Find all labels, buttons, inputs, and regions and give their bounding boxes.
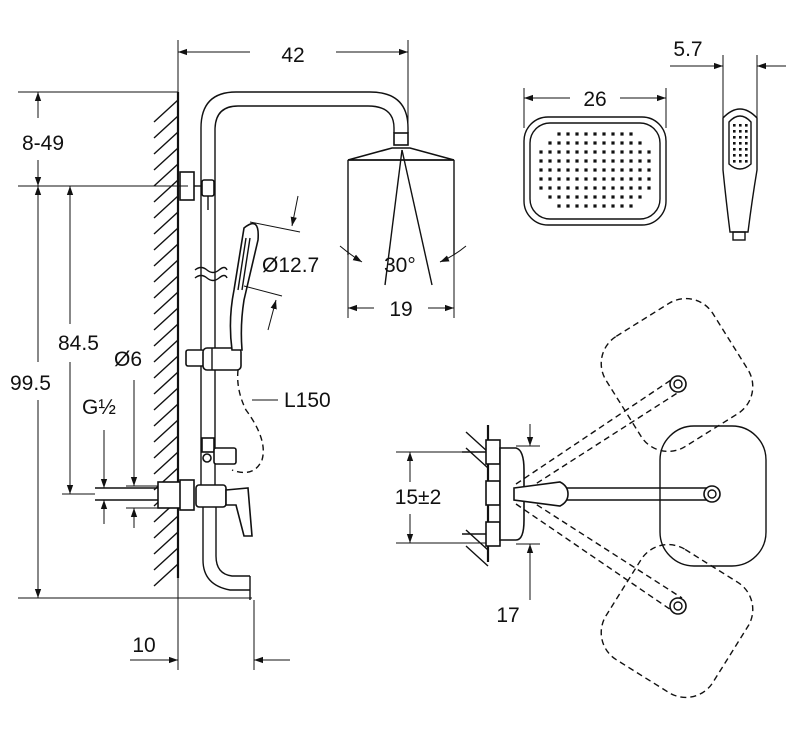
- dimension-width-top: 42: [281, 44, 304, 67]
- dimension-spray-angle: 30°: [384, 254, 416, 277]
- dimension-pipe-diameter: Ø6: [114, 348, 142, 371]
- top-view-assembly: [462, 297, 767, 699]
- shower-column-side-view: [95, 91, 409, 600]
- dimension-center-distance: 15±2: [395, 486, 442, 509]
- dimension-head-width: 26: [583, 88, 606, 111]
- dimension-depth: 17: [496, 604, 519, 627]
- overhead-shower-head-side: [347, 132, 455, 286]
- dimension-handset-diameter: Ø12.7: [262, 254, 319, 277]
- dimension-hose-length: L150: [284, 389, 331, 412]
- dimension-handset-width: 5.7: [673, 38, 702, 61]
- dimension-thread: G½: [82, 396, 116, 419]
- dimension-total-height: 99.5: [10, 372, 51, 395]
- wall-hatching: [153, 92, 180, 587]
- dimension-handle-height: 84.5: [58, 332, 99, 355]
- hand-shower-front: [722, 108, 758, 241]
- dimension-lines: [18, 40, 786, 670]
- dimension-wall-offset: 10: [132, 634, 155, 657]
- dimension-head-height: 19: [389, 298, 412, 321]
- overhead-shower-head-front: [523, 116, 667, 226]
- dimension-top-offset: 8-49: [22, 132, 64, 155]
